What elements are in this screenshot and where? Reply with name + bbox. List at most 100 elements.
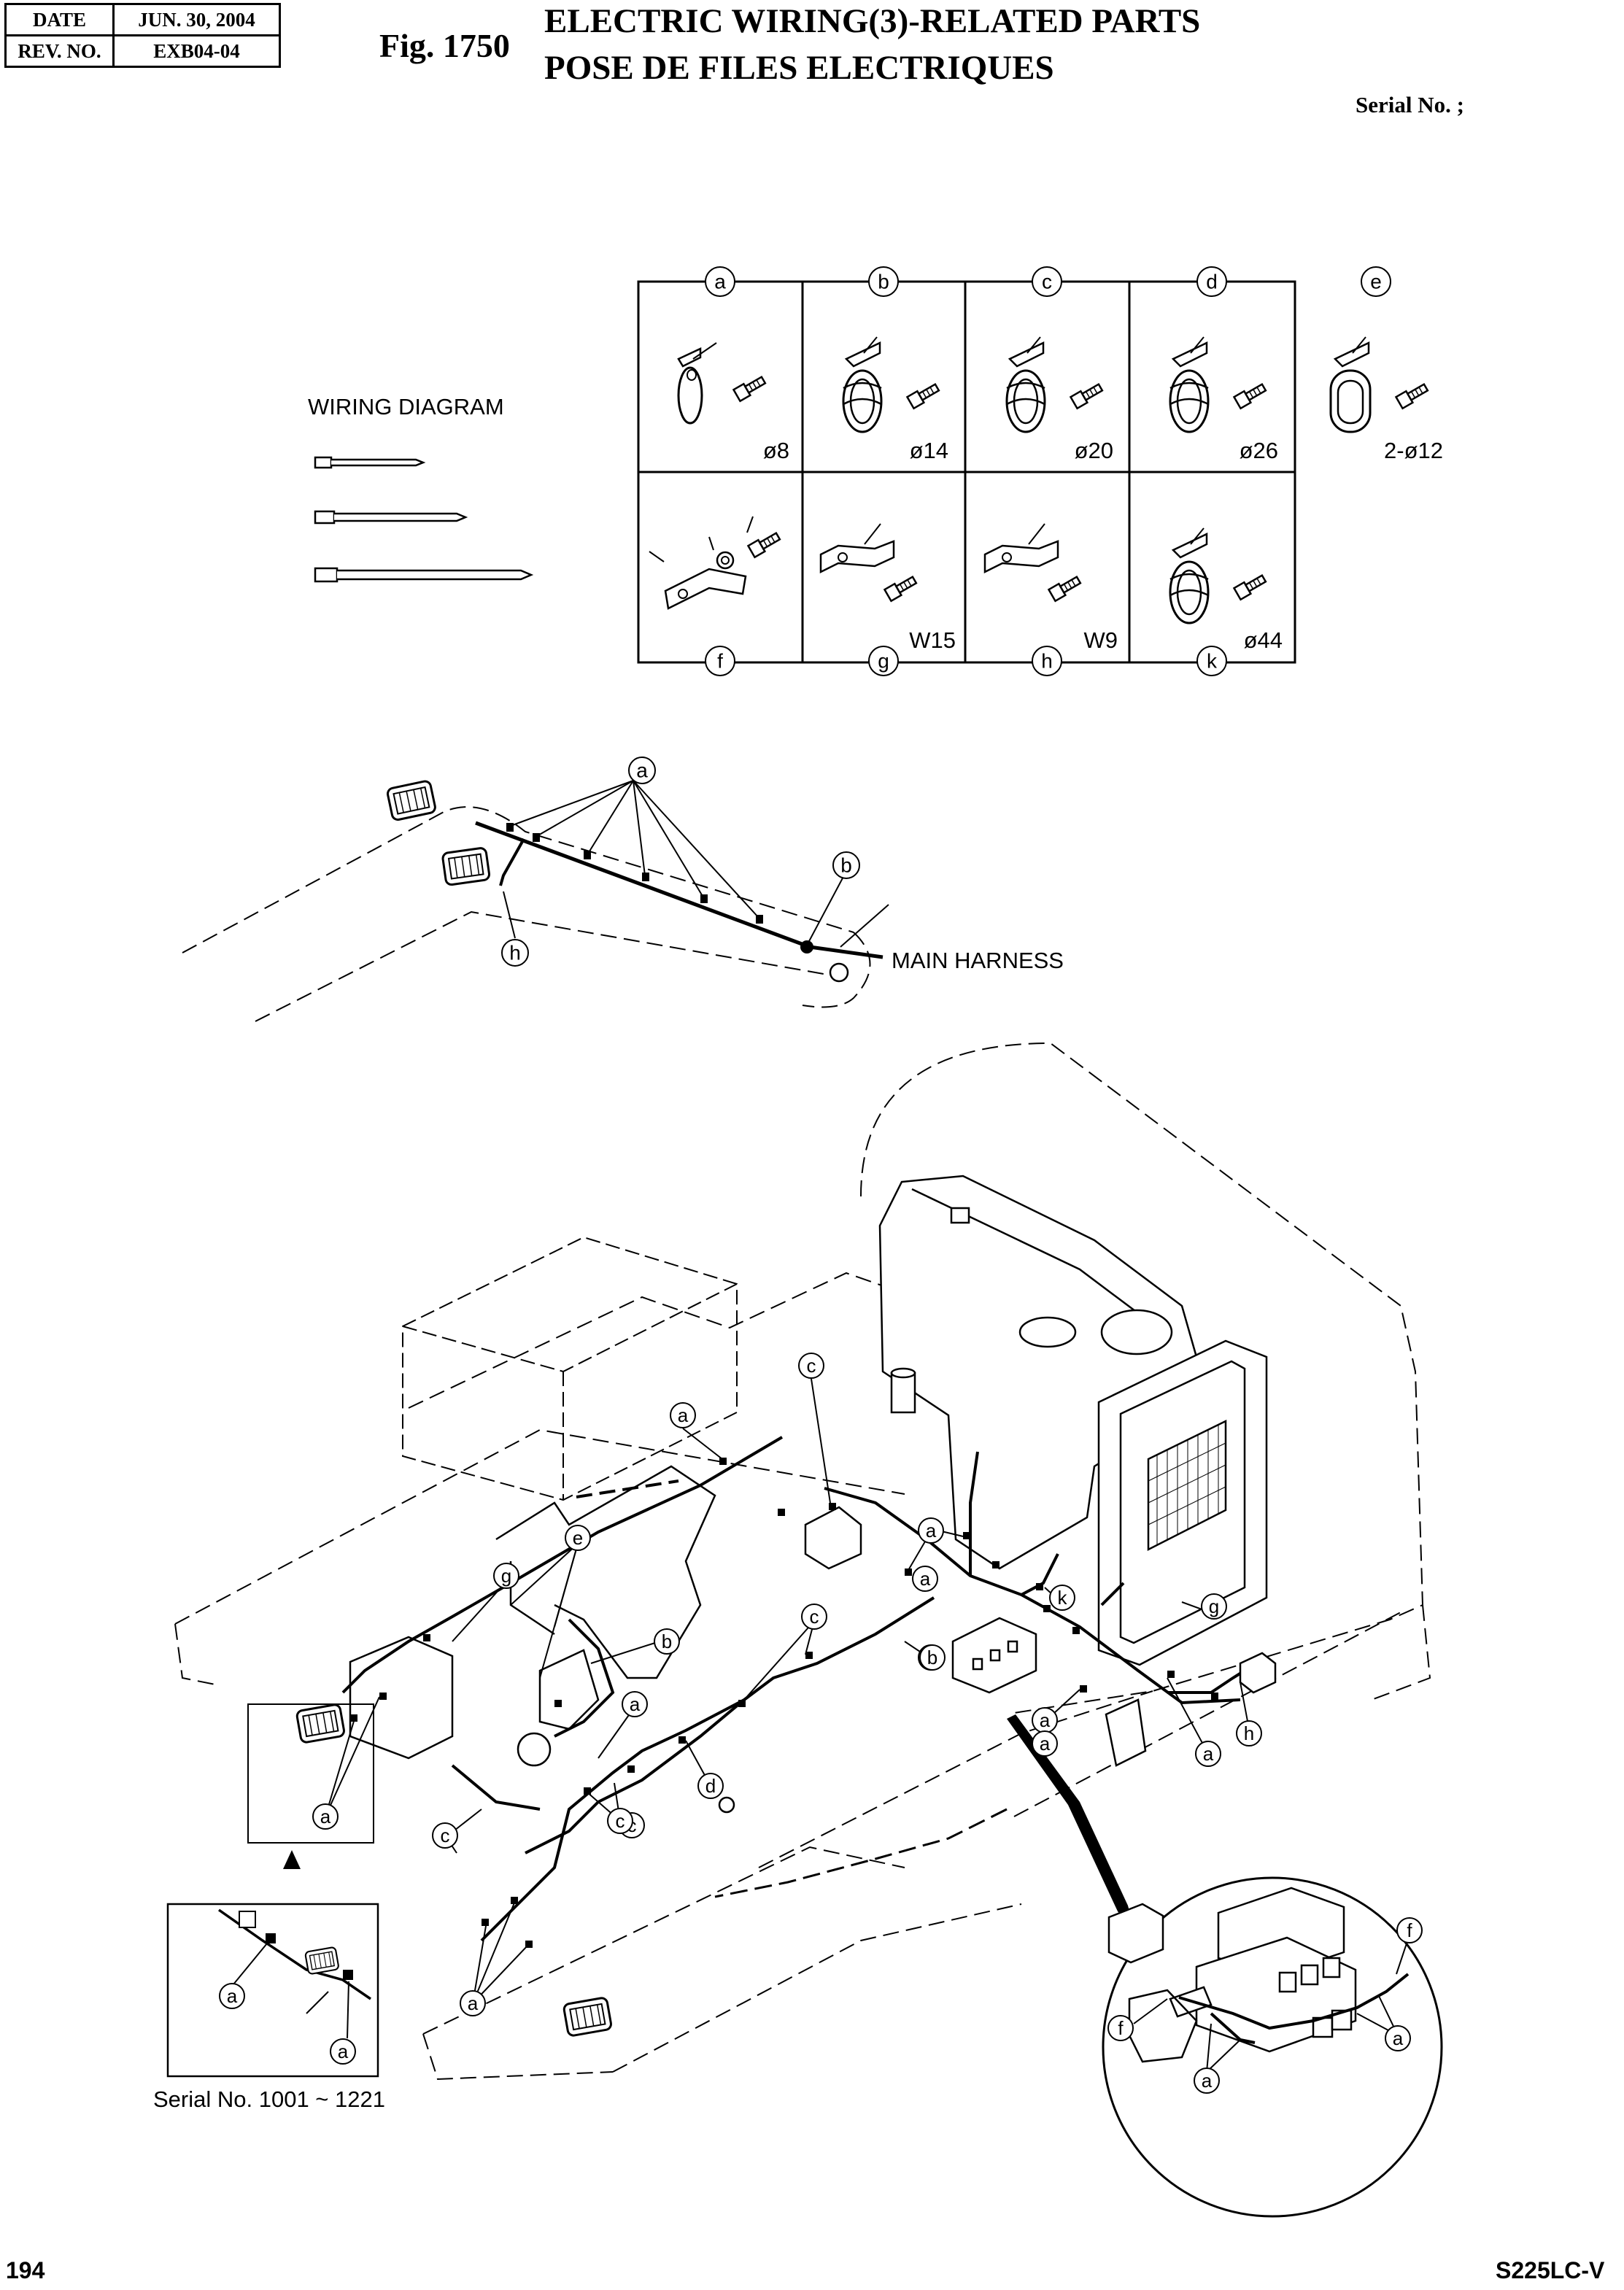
clamp-k-part — [1169, 527, 1269, 624]
svg-text:b: b — [662, 1631, 672, 1652]
clamp-size-a: ø8 — [763, 438, 789, 463]
svg-text:a: a — [1203, 1743, 1214, 1765]
boom-work-lamp-rear — [385, 779, 438, 822]
clamp-g-part — [819, 523, 919, 603]
svg-text:h: h — [1244, 1722, 1254, 1744]
figure-number: Fig. 1750 — [379, 27, 510, 64]
svg-text:a: a — [1393, 2027, 1404, 2049]
left-work-lamp — [295, 1703, 347, 1744]
boom-outline — [182, 806, 871, 1022]
clamp-b-part — [842, 336, 942, 433]
frame-callout-a-24: a — [330, 2038, 356, 2065]
radiator-grille — [1148, 1425, 1226, 1545]
frame-callout-a-0: a — [670, 1402, 696, 1428]
frame-callout-h-12: h — [1236, 1720, 1262, 1746]
clamp-size-e: 2-ø12 — [1384, 438, 1443, 463]
clamp-letter-h: h — [1032, 646, 1062, 676]
frame-callout-c-8: c — [801, 1604, 827, 1630]
svg-text:c: c — [441, 1825, 450, 1846]
fuel-sender — [718, 1698, 1147, 1814]
frame-callout-c-1: c — [798, 1353, 824, 1379]
clamp-letter-k: k — [1196, 646, 1227, 676]
svg-text:a: a — [920, 1568, 931, 1590]
svg-text:f: f — [1118, 2017, 1124, 2039]
frame-callout-a-14: a — [1032, 1707, 1058, 1733]
frame-callout-k-10: k — [1049, 1585, 1075, 1611]
frame-callout-b-22: b — [919, 1644, 946, 1671]
boom-clamps — [506, 823, 813, 953]
frame-callout-d-17: d — [697, 1773, 724, 1799]
frame-callout-a-15: a — [1032, 1730, 1058, 1757]
svg-text:h: h — [1041, 650, 1053, 673]
svg-text:a: a — [714, 271, 726, 293]
boom-work-lamp-front — [441, 846, 492, 887]
title-french: POSE DE FILES ELECTRIQUES — [544, 49, 1054, 87]
frame-callout-a-7: a — [622, 1691, 648, 1717]
relay-box — [951, 1617, 1037, 1694]
svg-text:a: a — [678, 1404, 689, 1426]
cable-tie-long — [314, 567, 534, 583]
svg-text:a: a — [630, 1693, 641, 1715]
page-number: 194 — [6, 2257, 45, 2283]
clamp-d-part — [1169, 336, 1269, 433]
cable-tie-short — [314, 456, 426, 469]
svg-text:e: e — [573, 1527, 583, 1549]
svg-text:g: g — [501, 1565, 511, 1587]
frame-callout-a-23: a — [219, 1983, 245, 2009]
frame-callouts: acegaabacbkghaaacdcaacbaaffaa — [219, 1353, 1423, 2094]
cable-tie-medium — [314, 510, 468, 525]
radiator-outline — [1097, 1339, 1268, 1666]
svg-text:a: a — [227, 1985, 238, 2007]
frame-callout-g-3: g — [493, 1563, 519, 1589]
rev-label: REV. NO. — [4, 34, 115, 68]
boom-leaders — [503, 780, 889, 948]
inset-locator-arrow — [283, 1850, 301, 1869]
horn — [804, 1506, 862, 1570]
frame-dashed-harness — [714, 1808, 1008, 1898]
connector-h — [1239, 1652, 1277, 1694]
frame-callout-a-4: a — [918, 1517, 944, 1544]
svg-text:g: g — [878, 650, 889, 673]
svg-text:b: b — [927, 1647, 937, 1668]
svg-text:c: c — [807, 1355, 816, 1377]
svg-text:f: f — [717, 650, 723, 673]
boom-pin — [829, 962, 849, 983]
svg-text:e: e — [1370, 271, 1382, 293]
clamp-letter-f: f — [705, 646, 735, 676]
frame-callout-a-5: a — [912, 1566, 938, 1592]
frame-callout-a-27: a — [1385, 2025, 1411, 2051]
boom-callout-h: h — [501, 939, 529, 967]
fuel-tank-dashed-lead — [576, 1479, 679, 1498]
clamp-e-part — [1329, 336, 1431, 433]
frame-callout-c-21: c — [607, 1808, 633, 1834]
clamp-size-b: ø14 — [910, 438, 948, 463]
inset-locator-frame — [247, 1703, 374, 1844]
clamp-size-k: ø44 — [1244, 627, 1283, 653]
boom-lamp-lead — [499, 838, 525, 886]
harness-clamps — [350, 1458, 1218, 1948]
clamp-f-part — [649, 516, 783, 610]
svg-text:a: a — [926, 1520, 937, 1542]
svg-text:g: g — [1209, 1595, 1219, 1617]
frame-callout-g-11: g — [1201, 1593, 1227, 1620]
date-value: JUN. 30, 2004 — [112, 3, 281, 36]
frame-callout-f-25: f — [1107, 2015, 1134, 2041]
zoom-pointer — [1007, 1714, 1135, 1933]
clamp-size-h: W9 — [1084, 627, 1118, 653]
frame-callout-c-18: c — [432, 1822, 458, 1849]
engine-outline — [878, 1175, 1198, 1570]
svg-text:a: a — [1040, 1709, 1051, 1731]
svg-text:b: b — [840, 854, 852, 877]
date-label: DATE — [4, 3, 115, 36]
svg-text:d: d — [705, 1775, 716, 1797]
clamp-letter-d: d — [1196, 266, 1227, 297]
svg-text:c: c — [1042, 271, 1052, 293]
frame-callout-a-28: a — [1194, 2067, 1220, 2094]
upper-frame-outline — [174, 1042, 1431, 2081]
clamp-parts-table — [637, 280, 1304, 664]
clamp-size-g: W15 — [909, 627, 956, 653]
svg-text:d: d — [1206, 271, 1218, 293]
frame-callout-f-26: f — [1396, 1917, 1423, 1943]
